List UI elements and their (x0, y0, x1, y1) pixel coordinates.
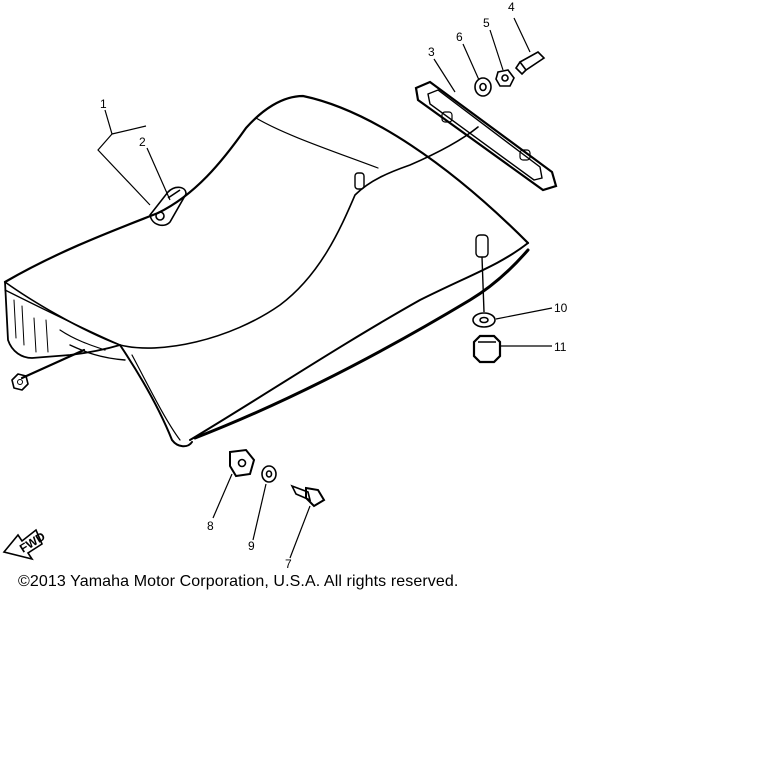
callout-2: 2 (139, 135, 146, 149)
seat-cover-part (3, 94, 530, 448)
forward-arrow-label: FWD (17, 529, 48, 556)
parts-diagram: 1 2 3 4 5 6 7 8 9 10 11 FWD (2, 0, 568, 571)
seat-cover-diagram: 1 2 3 4 5 6 7 8 9 10 11 FWD (2, 0, 568, 571)
forward-arrow-icon: FWD (2, 528, 48, 561)
hardware-right (472, 312, 502, 364)
callout-6: 6 (456, 30, 463, 44)
callout-9: 9 (248, 539, 255, 553)
callout-7: 7 (285, 557, 292, 571)
callout-labels: 1 2 3 4 5 6 7 8 9 10 11 (100, 0, 568, 571)
callout-10: 10 (554, 301, 568, 315)
callout-1: 1 (100, 97, 107, 111)
callout-11: 11 (554, 340, 567, 354)
hinge-bracket-part (149, 186, 187, 227)
leader-lines (97, 17, 553, 559)
callout-3: 3 (428, 45, 435, 59)
callout-4: 4 (508, 0, 515, 14)
hardware-bottom (229, 448, 326, 508)
plate-frame-part (414, 80, 558, 192)
copyright-notice: ©2013 Yamaha Motor Corporation, U.S.A. A… (18, 573, 459, 590)
callout-5: 5 (483, 16, 490, 30)
callout-8: 8 (207, 519, 214, 533)
hardware-top-right (474, 51, 546, 97)
grommet-part (354, 172, 489, 313)
